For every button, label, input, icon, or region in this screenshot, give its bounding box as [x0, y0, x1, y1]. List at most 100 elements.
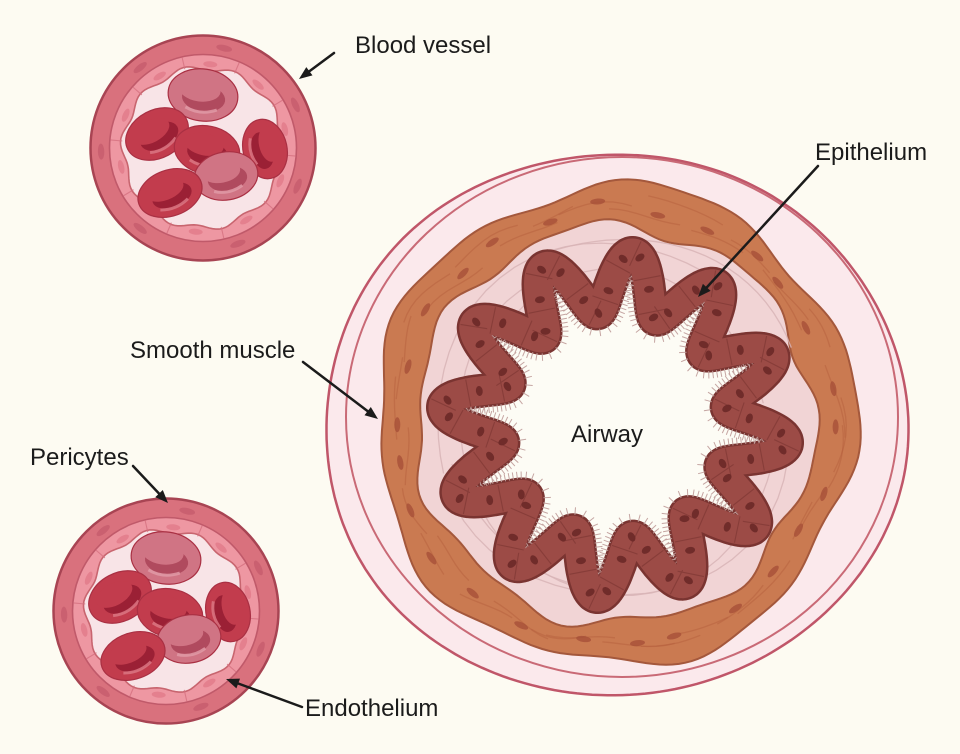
epithelium-cell-nucleus	[486, 451, 495, 461]
endothelial-nucleus	[239, 637, 248, 651]
muscle-streak	[403, 273, 451, 323]
submucosa-fiber	[534, 238, 792, 348]
endothelial-nucleus	[276, 174, 285, 188]
muscle-cell-nucleus	[543, 218, 558, 226]
epithelium-layer	[428, 238, 802, 612]
muscle-cell-nucleus	[420, 303, 431, 317]
muscle-streak	[678, 616, 729, 635]
muscle-cell-nucleus	[666, 632, 682, 640]
endothelial-nucleus	[203, 61, 218, 68]
muscle-streak	[532, 205, 574, 227]
epithelium-cell-nucleus	[498, 437, 508, 446]
epithelium-cell-nucleus	[691, 508, 700, 519]
epithelium-cell-nucleus	[722, 473, 732, 483]
muscle-streak	[609, 208, 681, 226]
red-blood-cell	[241, 118, 289, 180]
muscle-cell-nucleus	[700, 226, 715, 235]
muscle-streak	[833, 397, 847, 473]
muscle-cell-nucleus	[793, 523, 804, 537]
endothelial-nucleus	[80, 623, 88, 637]
red-blood-cell	[130, 531, 202, 585]
diagram-art	[52, 34, 910, 725]
pericyte-nucleus	[290, 97, 300, 113]
muscle-cell-nucleus	[485, 237, 499, 248]
pericyte-nucleus	[96, 525, 110, 537]
epithelium-cell-nucleus	[683, 576, 693, 585]
epithelium-cell-nucleus	[530, 331, 539, 342]
muscle-cell-nucleus	[466, 587, 479, 599]
muscle-cell-nucleus	[801, 320, 811, 335]
epithelium-cell-nucleus	[472, 317, 481, 327]
label-pericytes: Pericytes	[30, 444, 129, 471]
endothelial-nucleus	[153, 71, 166, 81]
muscle-streak	[459, 593, 513, 619]
arrow-smooth-muscle	[301, 360, 378, 419]
pericyte-nucleus	[97, 143, 105, 160]
epithelium-cell-nucleus	[776, 428, 786, 438]
endothelial-nucleus	[215, 542, 227, 553]
epithelium-cell-nucleus	[616, 555, 627, 563]
label-airway: Airway	[571, 421, 643, 448]
endothelial-nucleus	[121, 108, 130, 122]
red-blood-cell	[125, 107, 189, 161]
arrow-blood-vessel	[299, 51, 336, 79]
epithelium-cell-nucleus	[486, 495, 494, 506]
muscle-cell-nucleus	[832, 419, 839, 435]
epithelium-cell-nucleus	[594, 308, 603, 318]
epithelium-cell-nucleus	[745, 501, 755, 510]
epithelium-cell-nucleus	[503, 381, 512, 392]
epithelium-cell-nucleus	[534, 296, 545, 304]
muscle-streak	[395, 357, 404, 400]
epithelium-cell-nucleus	[521, 501, 532, 510]
muscle-streak	[403, 315, 412, 363]
epithelium-cell-nucleus	[556, 268, 565, 277]
airway-outer-membrane-line	[345, 156, 899, 678]
epithelium-cell-nucleus	[557, 532, 567, 542]
muscle-cell-nucleus	[590, 198, 606, 205]
pericyte-nucleus	[179, 507, 196, 515]
epithelium-cell-nucleus	[530, 555, 539, 565]
endothelial-nucleus	[151, 691, 166, 698]
muscle-cell-nucleus	[397, 455, 404, 470]
red-blood-cell	[100, 631, 166, 681]
red-blood-cell	[137, 168, 203, 218]
muscle-streak	[427, 267, 484, 309]
muscle-cell-nucleus	[426, 551, 437, 565]
epithelium-cell-nucleus	[691, 285, 700, 295]
epithelium-cell-nucleus	[698, 340, 709, 349]
red-blood-cell	[88, 570, 152, 624]
muscle-cell-nucleus	[767, 565, 779, 578]
label-endothelium: Endothelium	[305, 695, 438, 722]
endothelial-nucleus	[117, 160, 125, 174]
epithelium-cell-nucleus	[679, 515, 690, 523]
muscle-streak	[762, 269, 803, 331]
arrow-pericytes	[131, 464, 168, 503]
epithelium-cell-nucleus	[571, 528, 582, 537]
endothelial-nucleus	[240, 215, 253, 225]
muscle-streak	[808, 308, 831, 348]
blood-vessel-bottom	[52, 497, 280, 725]
muscle-streak	[824, 364, 846, 438]
muscle-cell-nucleus	[772, 276, 784, 289]
epithelium-cell-nucleus	[713, 282, 723, 291]
endothelial-nucleus	[281, 122, 289, 136]
pericyte-nucleus	[133, 62, 147, 74]
epithelium-cell-nucleus	[685, 546, 696, 554]
epithelium-cell-nucleus	[498, 367, 508, 377]
epithelium-cell-nucleus	[718, 458, 727, 469]
epithelium-cell-nucleus	[722, 404, 732, 413]
blood-vessel-top	[89, 34, 317, 262]
endothelial-nucleus	[188, 228, 203, 235]
epithelium-cell-nucleus	[648, 313, 659, 322]
arrow-epithelium	[698, 164, 820, 297]
pericyte-nucleus	[230, 239, 246, 248]
muscle-cell-nucleus	[820, 486, 828, 502]
epithelium-cell-nucleus	[475, 386, 483, 396]
label-blood-vessel: Blood vessel	[355, 32, 491, 59]
epithelium-cell-nucleus	[705, 350, 713, 361]
pericyte-nucleus	[96, 685, 110, 697]
red-blood-cell	[167, 68, 239, 122]
muscle-cell-nucleus	[751, 250, 764, 262]
pericyte-nucleus	[133, 222, 147, 234]
muscle-streak	[404, 427, 410, 486]
